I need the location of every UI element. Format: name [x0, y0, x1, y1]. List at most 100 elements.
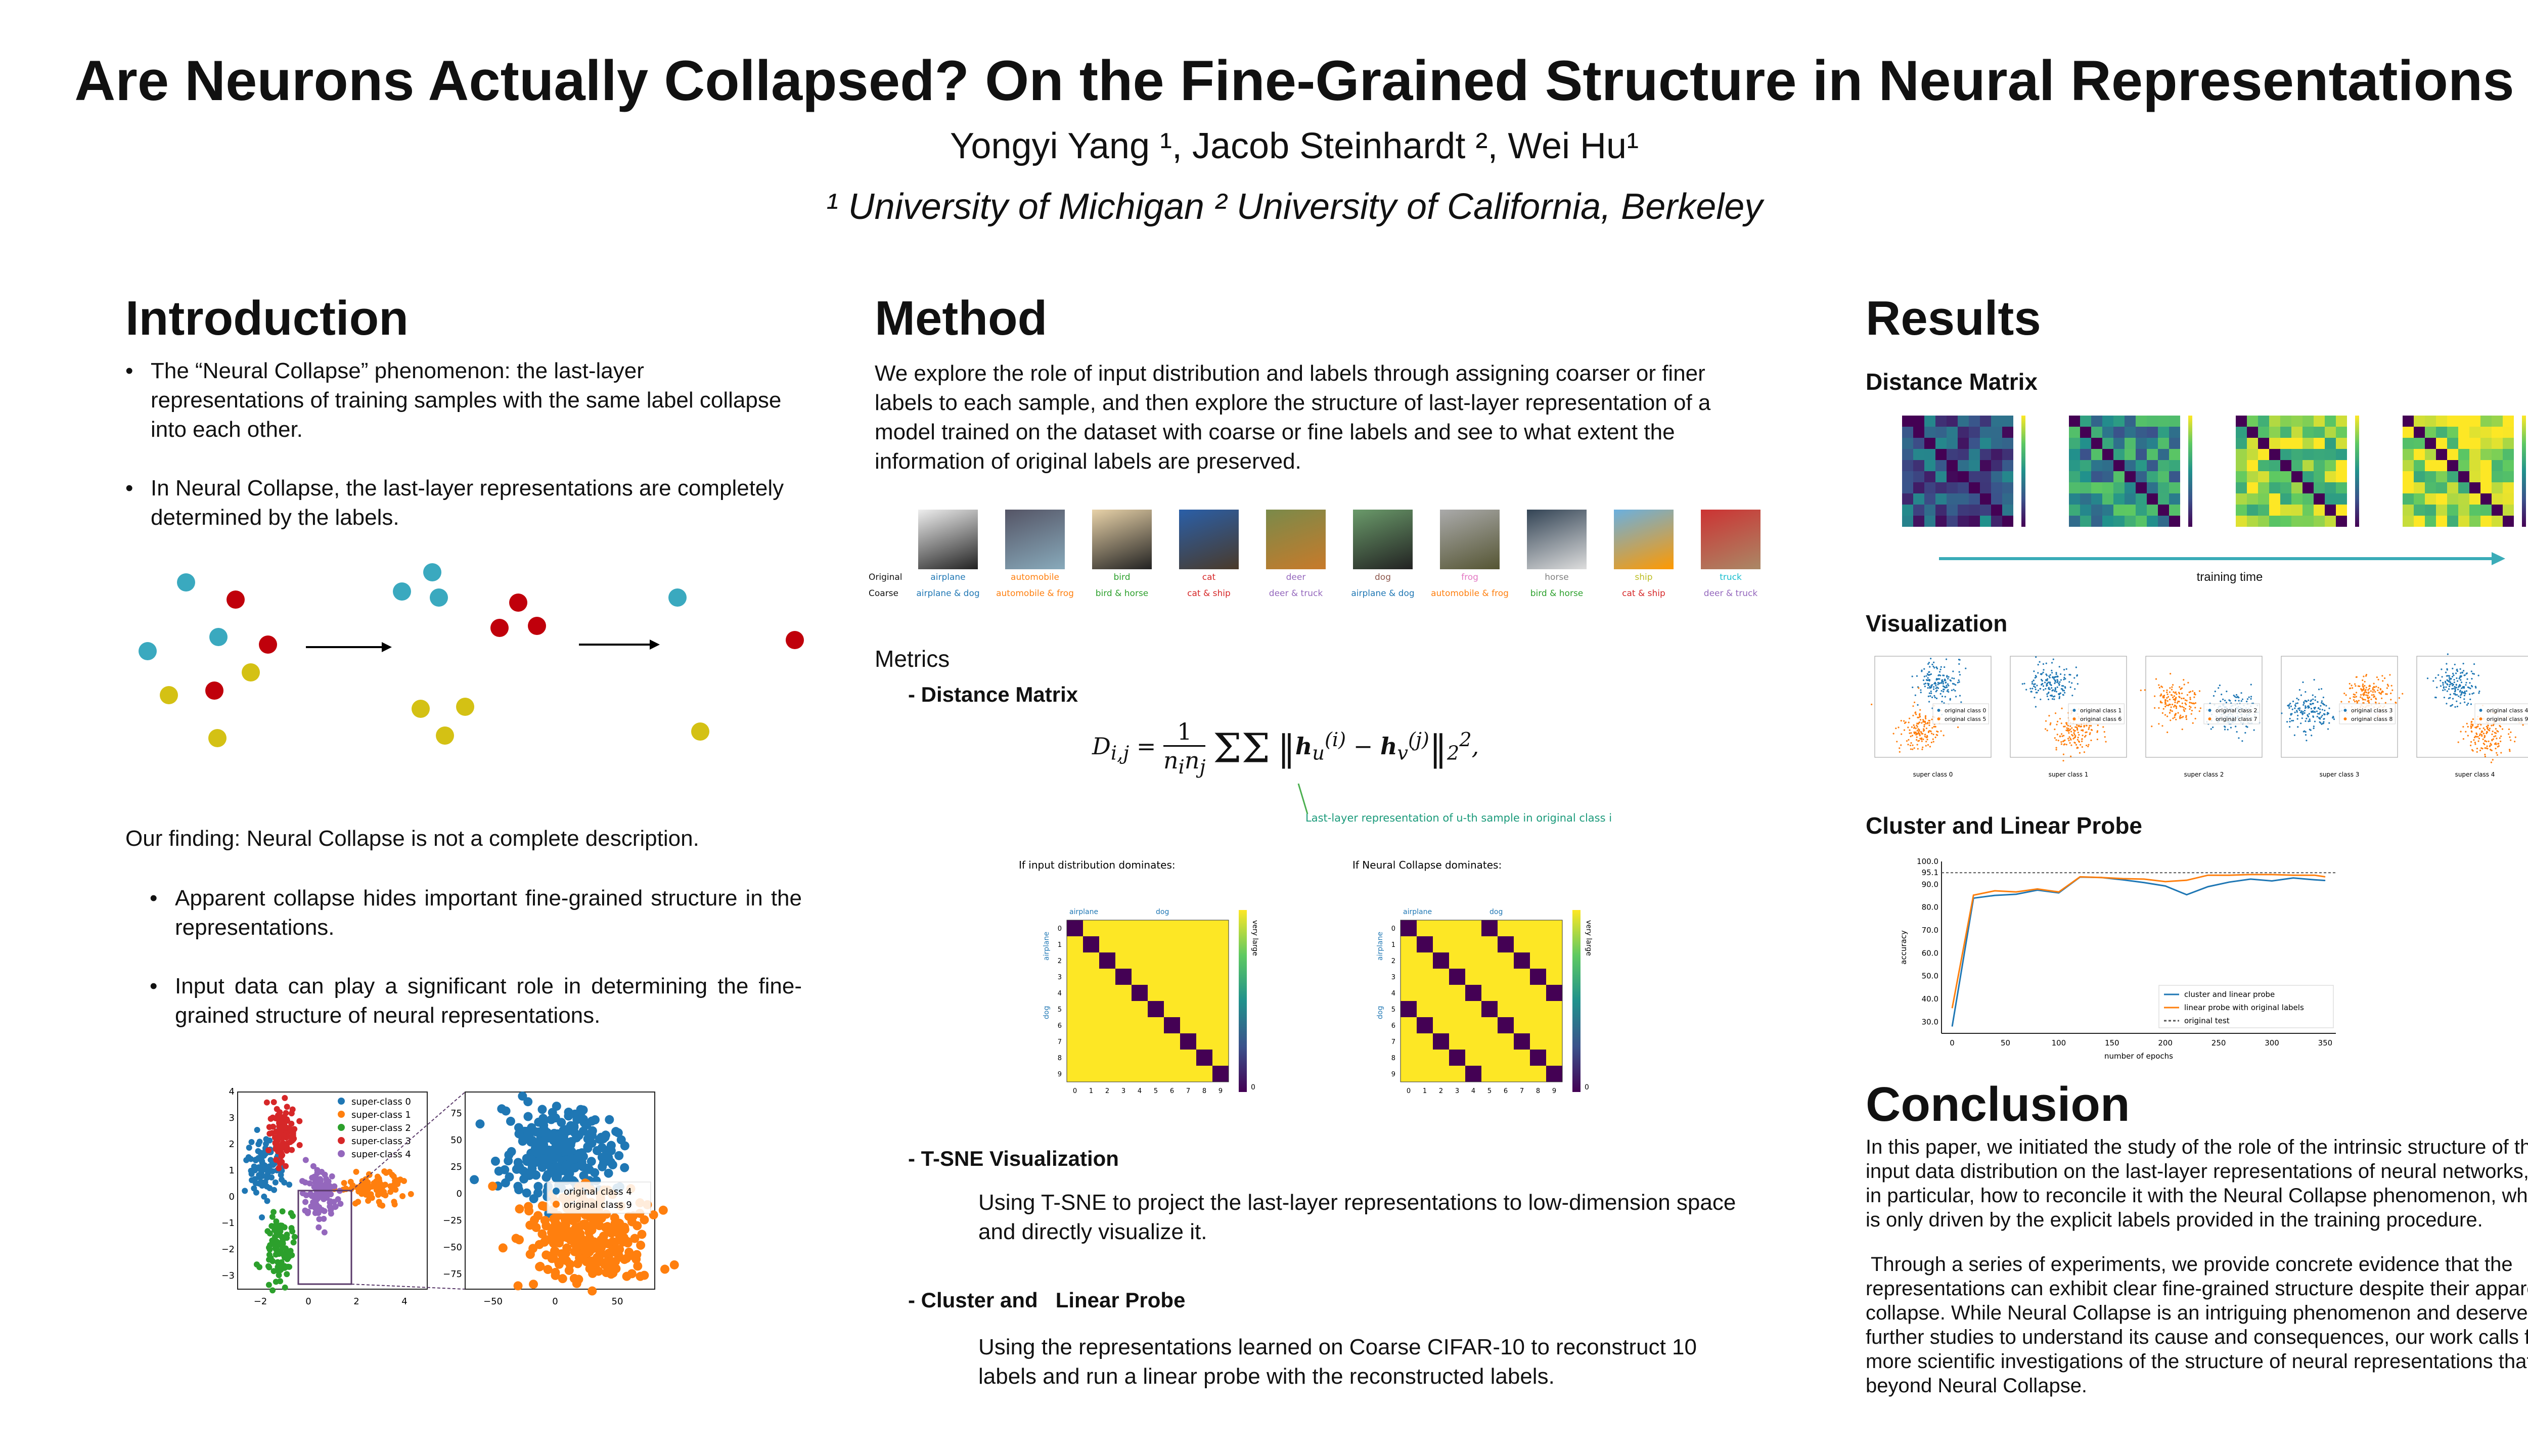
scatter-point	[1937, 684, 1939, 686]
heatmap-cell	[1546, 936, 1562, 952]
matrix-cell	[2136, 427, 2147, 438]
colorbar	[2021, 416, 2025, 527]
class-9-point	[637, 1230, 647, 1239]
matrix-cell	[2247, 449, 2258, 460]
matrix-cell	[1913, 482, 1924, 493]
scatter-point	[2081, 746, 2083, 748]
scatter-point	[2059, 718, 2061, 720]
matrix-cell	[1947, 482, 1958, 493]
scatter-point	[1930, 687, 1932, 689]
scatter-point	[2250, 696, 2252, 698]
scatter-point	[2291, 708, 2293, 710]
coarse-label: cat & ship	[1622, 588, 1665, 599]
scatter-point	[1913, 724, 1915, 726]
class-4-point	[557, 1118, 566, 1127]
matrix-cell	[2458, 516, 2469, 527]
data-point	[2314, 875, 2315, 876]
matrix-cell	[2480, 427, 2492, 438]
scatter-point	[2316, 710, 2318, 712]
scatter-point	[2056, 720, 2059, 722]
scatter-point	[2398, 697, 2400, 699]
scatter-point	[2240, 692, 2242, 694]
coarse-label: airplane & dog	[916, 588, 980, 599]
class-4-point	[494, 1166, 504, 1176]
matrix-cell	[2291, 505, 2303, 516]
scatter-point	[2496, 738, 2498, 740]
scatter-point	[1946, 675, 1948, 677]
scatter-point	[2490, 743, 2492, 745]
matrix-cell	[2136, 505, 2147, 516]
annotation-arrow	[1297, 783, 1308, 814]
formula-annotation: Last-layer representation of u-th sample…	[1305, 812, 1612, 824]
scatter-point	[2036, 685, 2038, 687]
scatter-point	[2062, 753, 2065, 755]
scatter-point	[2073, 677, 2075, 679]
legend-marker	[338, 1150, 345, 1157]
heatmap-cell	[1115, 936, 1132, 952]
matrix-cell	[2125, 516, 2136, 527]
scatter-point	[2488, 740, 2490, 742]
y-tick-label: 100.0	[1917, 857, 1938, 866]
scatter-point	[2067, 724, 2069, 727]
y-tick: 8	[1391, 1055, 1395, 1062]
heatmap-cell	[1498, 1017, 1514, 1033]
super-class-point	[273, 1157, 280, 1163]
matrix-cell	[2002, 505, 2013, 516]
scatter-point	[1928, 679, 1930, 682]
heatmap-cell	[1498, 1033, 1514, 1050]
class-4-point	[564, 1142, 573, 1151]
scatter-point	[2062, 760, 2064, 762]
visualization-heading: Visualization	[1866, 610, 2008, 636]
scatter-point	[2167, 696, 2170, 698]
matrix-cell	[1924, 493, 1935, 505]
matrix-cell	[1924, 505, 1935, 516]
super-class-point	[286, 1181, 293, 1188]
arrow-icon	[306, 642, 392, 652]
matrix-cell	[2102, 449, 2113, 460]
heatmap-cell	[1498, 920, 1514, 936]
heatmap-cell	[1148, 920, 1164, 936]
scatter-point	[2194, 707, 2196, 709]
super-class-point	[267, 1255, 274, 1261]
colorbar	[2188, 416, 2192, 527]
matrix-cell	[2314, 482, 2325, 493]
super-class-point	[276, 1165, 282, 1171]
matrix-cell	[1924, 516, 1935, 527]
scatter-point	[2319, 717, 2321, 719]
heatmap-cell	[1401, 920, 1417, 936]
scatter-point	[2166, 697, 2168, 699]
super-class-point	[270, 1209, 277, 1215]
y-tick: 1	[1058, 941, 1062, 949]
heatmap-cell	[1546, 920, 1562, 936]
matrix-cell	[2503, 449, 2514, 460]
scatter-point	[2289, 717, 2291, 720]
scatter-point	[1908, 739, 1910, 741]
matrix-cell	[2258, 493, 2269, 505]
scatter-point	[2060, 722, 2062, 724]
scatter-point	[2305, 701, 2307, 703]
scatter-point	[2292, 719, 2294, 722]
scatter-point	[1916, 730, 1918, 732]
scatter-point	[2296, 697, 2298, 700]
super-class-point	[279, 1159, 285, 1165]
original-label: cat	[1202, 572, 1216, 582]
heatmap-cell	[1546, 1033, 1562, 1050]
scatter-point	[2297, 726, 2299, 728]
super-class-point	[245, 1154, 252, 1161]
heatmap-cell	[1433, 920, 1449, 936]
matrix-cell	[2080, 427, 2091, 438]
matrix-cell	[2325, 449, 2336, 460]
scatter-point	[2037, 672, 2039, 674]
class-9-point	[619, 1233, 628, 1243]
matrix-cell	[1980, 493, 1991, 505]
scatter-point	[2456, 669, 2458, 671]
scatter-point	[2362, 679, 2364, 681]
super-class-point	[337, 1201, 344, 1207]
heatmap-cell	[1180, 1017, 1196, 1033]
scatter-point	[2379, 688, 2381, 690]
super-class-point	[269, 1161, 276, 1167]
heatmap-cell	[1481, 1066, 1498, 1082]
super-class-point	[289, 1106, 296, 1113]
